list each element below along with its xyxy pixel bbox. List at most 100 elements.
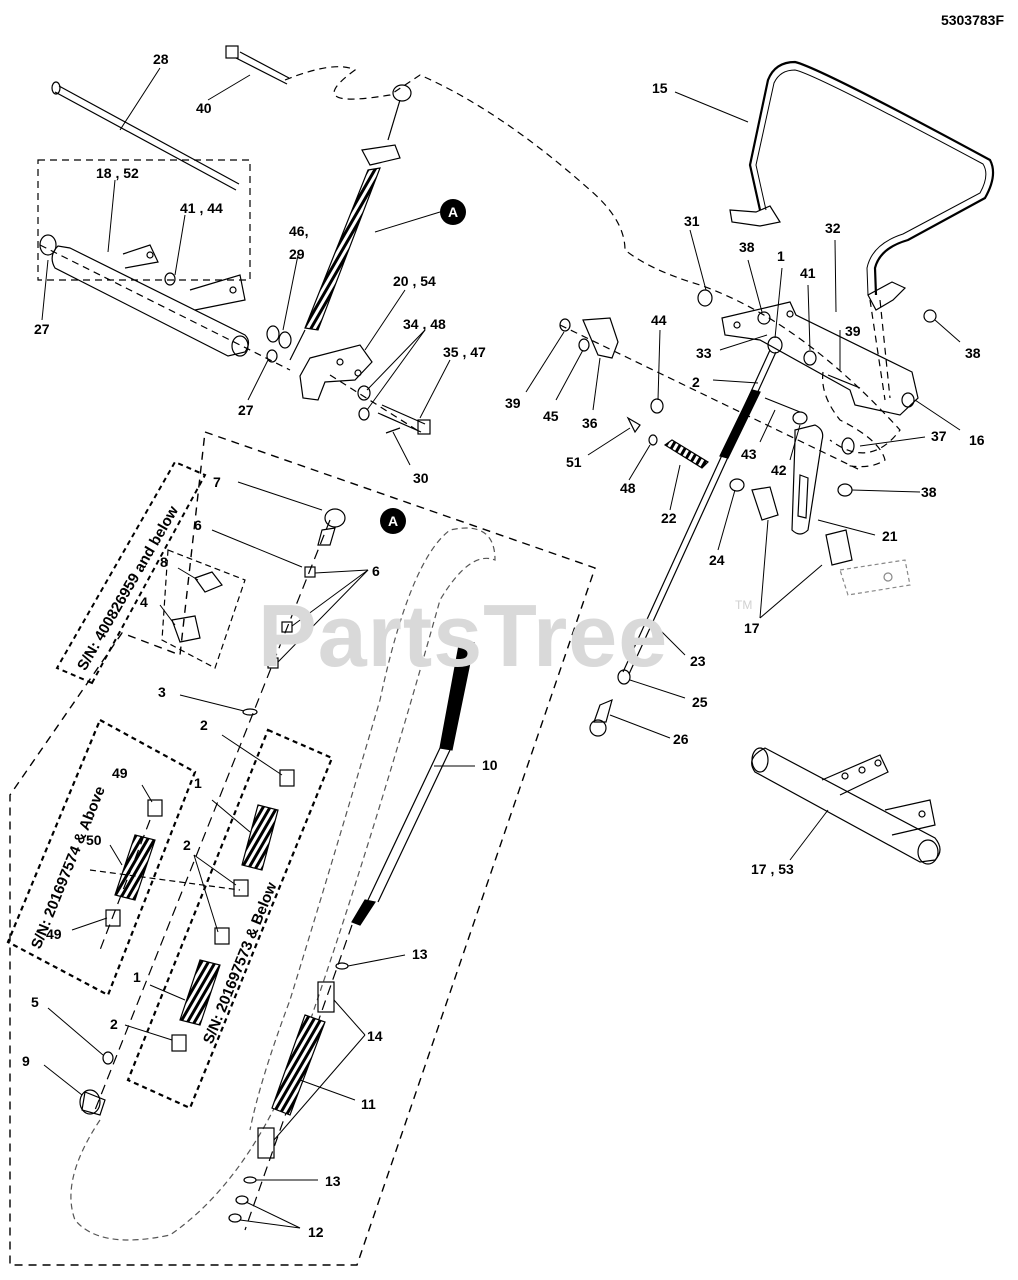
washer-42: [792, 411, 808, 425]
part-ref: 13: [325, 1173, 341, 1189]
clip-3: [242, 708, 258, 716]
part-ref: 48: [620, 480, 636, 496]
nut-38c: [837, 483, 853, 497]
assembly-path-1: [284, 66, 901, 454]
bolt-43: [764, 397, 801, 413]
part-ref: 38: [921, 484, 937, 500]
part-ref: 5: [31, 994, 39, 1010]
spacer-31: [697, 289, 713, 307]
part-ref: 8: [160, 554, 168, 570]
part-ref: 38: [965, 345, 981, 361]
part-ref: 3: [158, 684, 166, 700]
part-ref: 6: [194, 517, 202, 533]
knob-4: [171, 615, 201, 643]
leader-lines: [41, 67, 961, 1229]
bushing-49a: [147, 799, 163, 817]
part-ref: 41 , 44: [180, 200, 223, 216]
washer-48: [358, 407, 370, 421]
part-ref: 2: [183, 837, 191, 853]
cable-loop: [70, 527, 496, 1241]
bushing-49b: [105, 909, 121, 927]
part-ref: 17: [744, 620, 760, 636]
part-ref: 31: [684, 213, 700, 229]
callout-a-top: A: [440, 199, 466, 225]
part-ref: 2: [110, 1016, 118, 1032]
bracket-36: [582, 317, 619, 359]
part-ref: 35 , 47: [443, 344, 486, 360]
bracket-16: [721, 301, 919, 416]
part-ref: 20 , 54: [393, 273, 436, 289]
nut-6b: [281, 621, 293, 633]
part-ref: 49: [112, 765, 128, 781]
part-ref: 29: [289, 246, 305, 262]
part-ref: 37: [931, 428, 947, 444]
part-ref: 51: [566, 454, 582, 470]
part-ref: 1: [194, 775, 202, 791]
washer-34: [357, 385, 371, 401]
part-ref: 40: [196, 100, 212, 116]
clip-5: [102, 1051, 114, 1065]
part-ref: 30: [413, 470, 429, 486]
part-ref: 15: [652, 80, 668, 96]
group-outline-a: [9, 431, 596, 1266]
spring-1b: [179, 959, 221, 1026]
lever-20: [299, 344, 373, 401]
jam-nut-25: [617, 669, 631, 685]
watermark: PartsTree: [258, 586, 669, 685]
part-ref: 17 , 53: [751, 861, 794, 877]
nut-38: [923, 309, 937, 323]
serial-box-1: [55, 460, 207, 685]
rod-28: [51, 81, 240, 191]
wingnut-51: [626, 416, 641, 434]
part-ref: 6: [372, 563, 380, 579]
bracket-outline-18: [37, 159, 251, 281]
part-ref: 4: [140, 594, 148, 610]
part-ref: 26: [673, 731, 689, 747]
spacer-37: [841, 437, 855, 455]
serial-box-3: [126, 728, 334, 1110]
bushing-2d: [171, 1034, 187, 1052]
nut-41: [803, 350, 817, 366]
clip-13a: [335, 962, 349, 970]
rod-end-7: [317, 508, 346, 546]
cable-10: [351, 639, 475, 926]
part-ref: 43: [741, 446, 757, 462]
wingnut-8: [194, 571, 223, 593]
part-ref: 2: [692, 374, 700, 390]
part-ref: 7: [213, 474, 221, 490]
spring-rod-assembly-a: [289, 84, 412, 361]
part-ref: 45: [543, 408, 559, 424]
washer-48b: [648, 434, 658, 446]
blocks-17: [751, 486, 911, 596]
part-ref: 36: [582, 415, 598, 431]
washer-24: [729, 478, 745, 492]
loop-dashed-37: [822, 371, 886, 468]
part-ref: 24: [709, 552, 725, 568]
part-ref: 12: [308, 1224, 324, 1240]
watermark-trademark: TM: [735, 598, 753, 612]
nut-44: [650, 398, 664, 414]
part-ref: 32: [825, 220, 841, 236]
pin-30: [385, 427, 401, 434]
part-ref: 2: [200, 717, 208, 733]
nut-6a: [304, 566, 316, 578]
part-ref: 39: [845, 323, 861, 339]
clip-12b: [228, 1213, 242, 1223]
bushing-2b: [233, 879, 249, 897]
bushings-27-41-44: [164, 272, 292, 363]
part-ref: 28: [153, 51, 169, 67]
bolt-35-47: [377, 404, 431, 435]
part-ref: 11: [361, 1096, 376, 1112]
document-number: 5303783F: [940, 12, 1004, 28]
part-ref: 1: [777, 248, 785, 264]
part-ref: 39: [505, 395, 521, 411]
bolt-39-head: [559, 318, 571, 332]
part-ref: 50: [86, 832, 102, 848]
rod-end-26: [589, 698, 613, 737]
bolt-39: [827, 374, 861, 389]
nut-38b: [757, 311, 771, 325]
callout-a-bottom: A: [380, 508, 406, 534]
part-ref: 34 , 48: [403, 316, 446, 332]
part-ref: 33: [696, 345, 712, 361]
